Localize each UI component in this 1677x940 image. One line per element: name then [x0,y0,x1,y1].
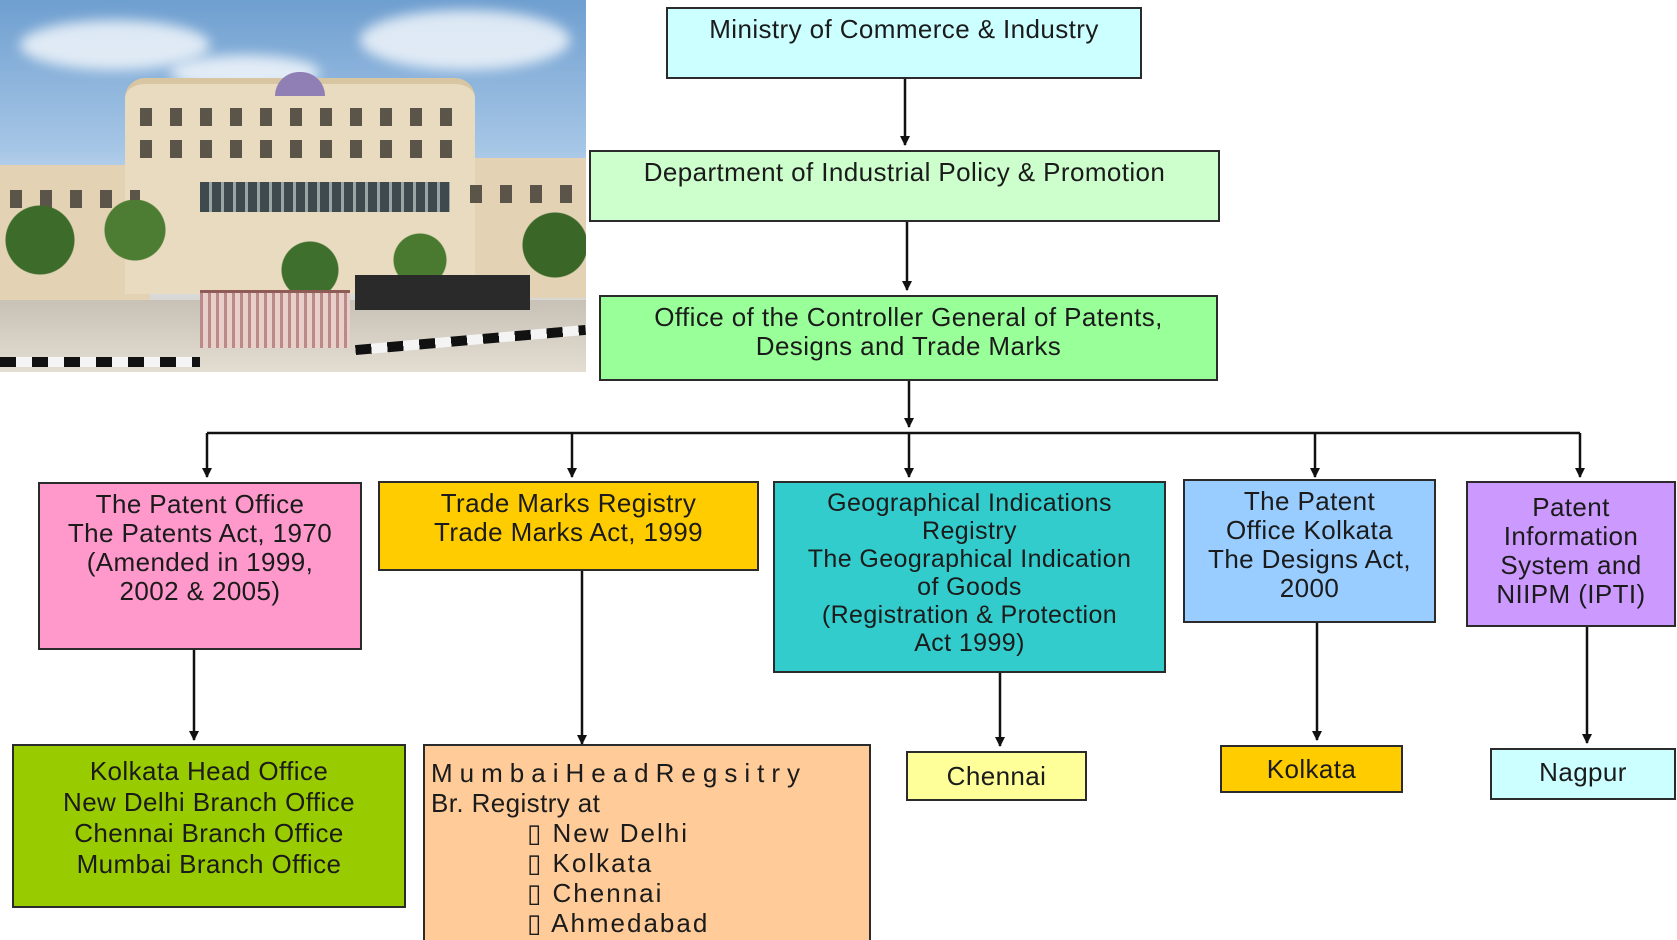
cloud [20,20,210,70]
node-line: Registry [922,517,1017,545]
node-line: Kolkata Head Office [89,756,329,786]
node-line: of Goods [917,573,1022,601]
node-line: The Patent [1243,486,1376,516]
node-line: Geographical Indications [827,489,1112,517]
node-line: Patent [1532,492,1610,522]
cloud [360,10,570,70]
node-line: Nagpur [1539,757,1627,787]
office-building-photo [0,0,586,372]
node-nagpur: Nagpur [1490,748,1676,800]
node-line: Ministry of Commerce & Industry [709,14,1099,44]
node-patent-office-kolkata: The Patent Office Kolkata The Designs Ac… [1183,479,1436,623]
node-line: Kolkata [1266,754,1357,784]
node-line: The Designs Act, [1208,544,1411,574]
node-gi-registry: Geographical Indications Registry The Ge… [773,481,1166,673]
window-row [140,108,460,126]
node-dipp: Department of Industrial Policy & Promot… [589,150,1220,222]
node-line: Trade Marks Registry [440,488,697,518]
node-line: The Patents Act, 1970 [67,518,333,548]
registry-branch-item: ▯ Chennai [527,878,664,908]
node-line: Information [1503,521,1639,551]
window-row [140,140,460,158]
node-line: NIIPM (IPTI) [1496,579,1646,609]
node-line: New Delhi Branch Office [63,787,355,817]
name-wall [355,275,530,310]
node-line: Chennai [946,761,1047,791]
registry-branch-subtitle: Br. Registry at [431,788,601,818]
node-line: 2002 & 2005) [119,576,281,606]
kerb-stripes [0,357,200,367]
node-patent-offices-list: Kolkata Head Office New Delhi Branch Off… [12,744,406,908]
node-line: The Patent Office [95,489,305,519]
node-patent-office: The Patent Office The Patents Act, 1970 … [38,482,362,650]
node-kolkata: Kolkata [1220,745,1403,793]
node-line: Chennai Branch Office [74,818,344,848]
node-trade-marks-registry: Trade Marks Registry Trade Marks Act, 19… [378,481,759,571]
node-line: System and [1500,550,1642,580]
node-tm-registry-list: MumbaiHeadRegsitry Br. Registry at ▯ New… [423,744,871,940]
registry-branch-item: ▯ New Delhi [527,818,690,848]
node-line: Office Kolkata [1226,515,1393,545]
node-line: Mumbai Branch Office [76,849,342,879]
node-line: The Geographical Indication [807,545,1132,573]
registry-branch-item: ▯ Kolkata [527,848,654,878]
node-line: Designs and Trade Marks [755,331,1062,361]
node-line: (Registration & Protection [821,601,1118,629]
node-line: Office of the Controller General of Pate… [654,302,1163,332]
node-line: 2000 [1279,573,1340,603]
node-patent-info-system-niipm: Patent Information System and NIIPM (IPT… [1466,481,1676,627]
node-chennai: Chennai [906,751,1087,801]
node-line: Department of Industrial Policy & Promot… [643,157,1166,187]
node-line: Act 1999) [914,629,1025,657]
node-line: Trade Marks Act, 1999 [434,517,703,547]
registry-head-title: MumbaiHeadRegsitry [431,758,807,788]
node-ministry: Ministry of Commerce & Industry [666,7,1142,79]
window-row [470,185,580,203]
node-cgpdtm: Office of the Controller General of Pate… [599,295,1218,381]
node-line: (Amended in 1999, [86,547,314,577]
entrance-gate [200,290,350,348]
registry-branch-item: ▯ Ahmedabad [527,908,710,938]
